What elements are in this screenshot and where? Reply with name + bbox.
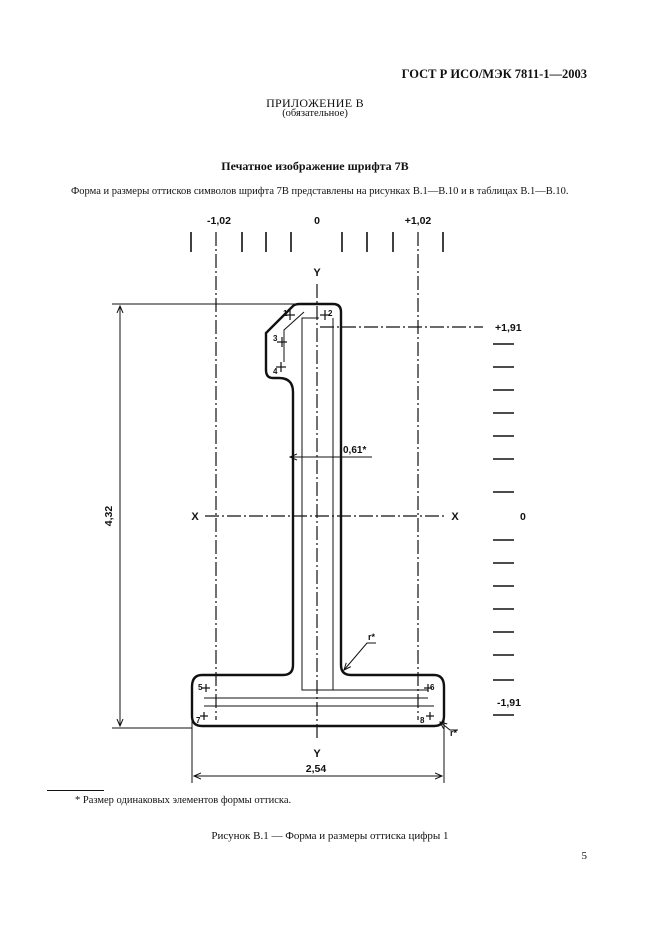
axis-x-right-label: X [451,511,459,523]
scale-label-zero: 0 [520,511,526,523]
footnote-rule [47,790,104,791]
point-label-3: 3 [273,334,278,343]
digit-outline [190,302,446,728]
width-dimension [191,700,445,783]
height-dimension [112,303,300,729]
scale-label-plus-191: +1,91 [495,322,522,334]
radius-label-bottom: r* [450,728,458,738]
point-label-8: 8 [420,716,425,725]
point-label-7: 7 [196,716,201,725]
axis-y-bottom-label: Y [313,748,321,760]
appendix-title: ПРИЛОЖЕНИЕ В [266,96,364,110]
right-scale-ticks [493,343,514,716]
vertical-guides [215,232,419,740]
footnote: * Размер одинаковых элементов формы отти… [75,795,292,806]
scale-label-minus-191: -1,91 [497,697,521,709]
scale-label-center: 0 [314,215,320,227]
point-markers [200,310,434,720]
inner-lines [204,311,434,707]
width-dimension-label: 2,54 [306,763,327,775]
page-number: 5 [581,850,588,862]
horizontal-guides [205,326,483,517]
axis-y-top-label: Y [313,267,321,279]
point-label-4: 4 [273,367,278,376]
point-label-2: 2 [328,309,333,318]
scale-label-right: +1,02 [405,215,432,227]
figure-caption: Рисунок В.1 — Форма и размеры оттиска ци… [211,830,449,842]
radius-label-top: r* [368,632,376,642]
point-label-5: 5 [198,683,203,692]
standard-number: ГОСТ Р ИСО/МЭК 7811-1—2003 [401,67,587,81]
scale-label-left: -1,02 [207,215,231,227]
axis-x-left-label: X [191,511,199,523]
radius-leaders [344,642,458,731]
top-scale-ticks [190,232,444,252]
body-paragraph: Форма и размеры оттисков символов шрифта… [71,186,569,197]
appendix-note: (обязательное) [282,108,348,119]
point-label-1: 1 [283,309,288,318]
stroke-dimension-label: 0,61* [343,445,366,456]
point-label-6: 6 [430,683,435,692]
section-title: Печатное изображение шрифта 7В [221,159,409,173]
height-dimension-label: 4,32 [103,506,115,527]
